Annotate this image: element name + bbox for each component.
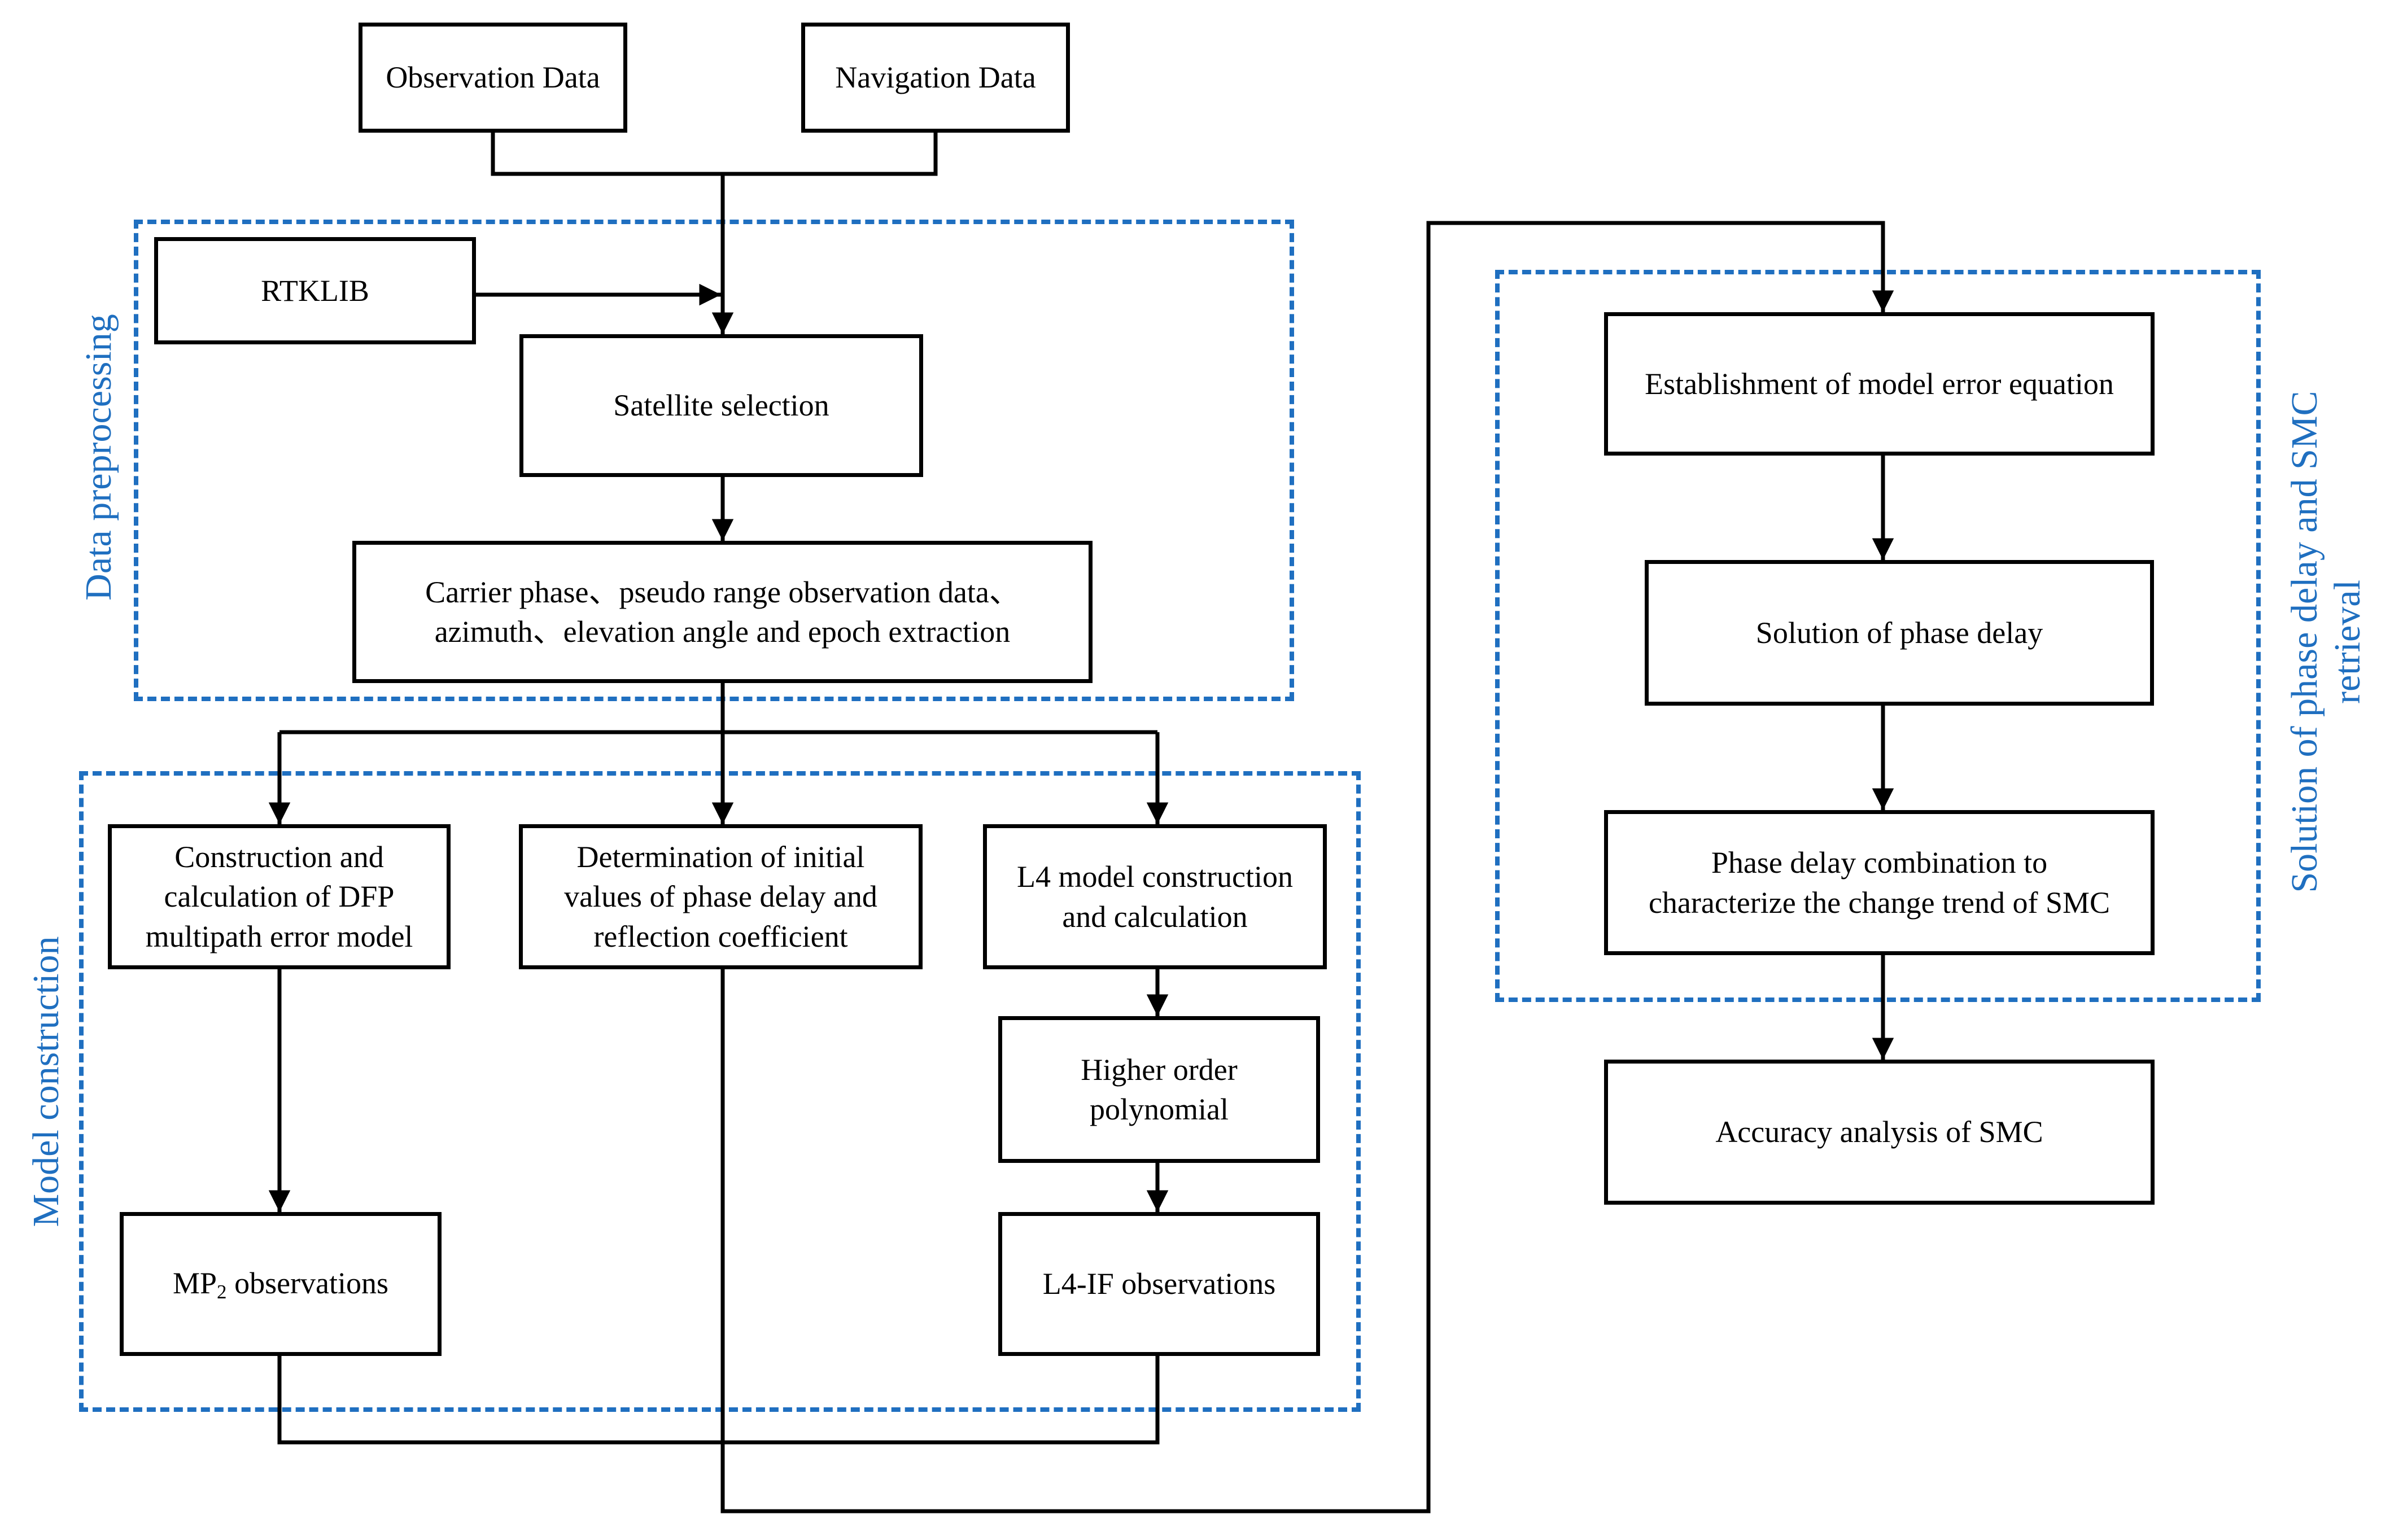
node-label-line2: and calculation: [1062, 899, 1248, 934]
node-label-group: L4 model construction and calculation: [1017, 857, 1293, 936]
node-label-group: Higher order polynomial: [1081, 1050, 1237, 1129]
node-l4-model: L4 model construction and calculation: [983, 824, 1327, 969]
node-rtklib: RTKLIB: [154, 237, 476, 344]
node-label: Establishment of model error equation: [1645, 366, 2114, 401]
node-label-line1: Construction and: [174, 840, 384, 874]
node-label-line1: Phase delay combination to: [1711, 846, 2048, 880]
mp2-suffix: observations: [226, 1266, 389, 1300]
node-error-equation: Establishment of model error equation: [1604, 312, 2155, 456]
node-label-line2: calculation of DFP: [164, 880, 395, 914]
node-label-line1: Higher order: [1081, 1052, 1238, 1087]
mp2-prefix: MP: [172, 1266, 217, 1300]
node-label-line2: polynomial: [1090, 1092, 1229, 1126]
connector-observations-merge: [277, 1356, 1160, 1445]
node-label: Observation Data: [386, 60, 600, 95]
node-label-line3: multipath error model: [145, 919, 413, 953]
node-satellite-selection: Satellite selection: [519, 334, 923, 477]
node-label: Satellite selection: [613, 388, 829, 423]
node-label-line1: L4 model construction: [1017, 860, 1293, 894]
node-label-line2: azimuth、elevation angle and epoch extrac…: [434, 615, 1011, 649]
mp2-subscript: 2: [217, 1280, 227, 1303]
node-dfp-multipath-model: Construction and calculation of DFP mult…: [108, 824, 451, 969]
group-solution-retrieval: [1495, 270, 2261, 1002]
node-label-line2: values of phase delay and: [564, 880, 877, 914]
node-phase-delay-solution: Solution of phase delay: [1645, 560, 2154, 706]
node-label: Navigation Data: [835, 60, 1036, 95]
node-phase-delay-combination: Phase delay combination to characterize …: [1604, 810, 2155, 955]
connector-observation-merge: [491, 133, 938, 176]
group-data-preprocessing: [134, 220, 1294, 701]
node-label-line1: Carrier phase、pseudo range observation d…: [425, 575, 1020, 609]
node-data-extraction: Carrier phase、pseudo range observation d…: [352, 541, 1093, 683]
node-label: Solution of phase delay: [1755, 615, 2043, 650]
arrow-to-error-equation: [720, 221, 1894, 1513]
node-label-group: Phase delay combination to characterize …: [1649, 843, 2110, 922]
node-label: RTKLIB: [261, 273, 369, 308]
node-label-group: Construction and calculation of DFP mult…: [146, 837, 413, 956]
node-navigation-data: Navigation Data: [801, 23, 1070, 133]
node-mp2-observations: MP2 observations: [120, 1212, 442, 1356]
node-accuracy-analysis: Accuracy analysis of SMC: [1604, 1060, 2155, 1205]
node-label-line1: Determination of initial: [576, 840, 865, 874]
node-label-line2: characterize the change trend of SMC: [1648, 885, 2111, 920]
node-label: MP2 observations: [173, 1263, 388, 1305]
node-label-group: Determination of initial values of phase…: [564, 837, 877, 956]
node-higher-order-polynomial: Higher order polynomial: [998, 1016, 1320, 1163]
node-observation-data: Observation Data: [359, 23, 627, 133]
node-label-line3: reflection coefficient: [593, 919, 848, 953]
group-model-construction: [79, 771, 1361, 1412]
node-label: L4-IF observations: [1042, 1267, 1276, 1301]
node-label: Accuracy analysis of SMC: [1715, 1115, 2043, 1149]
node-initial-values: Determination of initial values of phase…: [519, 824, 923, 969]
node-label-group: Carrier phase、pseudo range observation d…: [425, 572, 1020, 651]
node-l4-if-observations: L4-IF observations: [998, 1212, 1320, 1356]
